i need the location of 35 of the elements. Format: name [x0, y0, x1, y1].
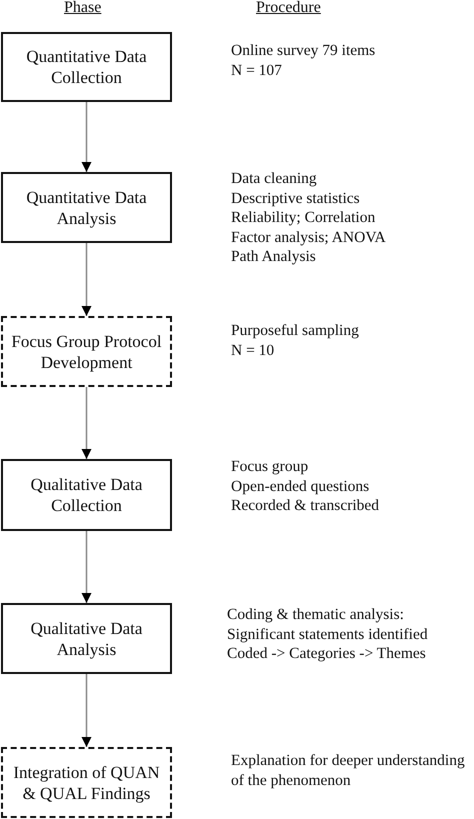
phase-name: Quantitative Data Collection — [25, 46, 148, 88]
procedure-text: Coding & thematic analysis: — [227, 605, 405, 624]
procedure-text: Purposeful sampling — [231, 321, 360, 340]
column-header: Procedure — [256, 0, 321, 18]
process-box — [1, 172, 172, 243]
procedure-text: Focus group — [231, 457, 310, 476]
procedure-text: N = 10 — [231, 340, 276, 360]
procedure-text: Factor analysis; ANOVA — [231, 228, 387, 247]
arrow — [82, 102, 92, 172]
procedure-text: Recorded & transcribed — [231, 496, 380, 516]
arrow — [82, 674, 92, 747]
process-box — [1, 603, 172, 674]
arrow — [82, 243, 92, 316]
procedure-text: Online survey 79 items — [231, 41, 376, 60]
arrow — [82, 387, 92, 459]
procedure-text: Reliability; Correlation — [231, 208, 376, 228]
process-box — [1, 459, 172, 531]
procedure-text: Coded -> Categories -> Themes — [227, 644, 427, 664]
phase-name: Integration of QUAN & QUAL Findings — [12, 762, 161, 804]
phase-name: Quantitative Data Analysis — [25, 186, 148, 228]
arrow — [82, 531, 92, 603]
procedure-text: Explanation for deeper understanding of the phenomenon — [231, 751, 466, 790]
procedure-text: Path Analysis — [231, 247, 317, 266]
phase-name: Qualitative Data Analysis — [30, 618, 144, 660]
procedure-text: Descriptive statistics — [231, 188, 361, 208]
procedure-text: Open-ended questions — [231, 476, 370, 496]
procedure-text: Data cleaning — [231, 169, 318, 188]
process-box — [1, 32, 172, 102]
process-box — [1, 316, 172, 387]
phase-name: Qualitative Data Collection — [30, 474, 144, 516]
column-header: Phase — [64, 0, 102, 18]
process-box — [1, 747, 172, 818]
procedure-text: N = 107 — [231, 60, 283, 80]
phase-name: Focus Group Protocol Development — [10, 330, 163, 372]
procedure-text: Significant statements identified — [227, 624, 429, 644]
